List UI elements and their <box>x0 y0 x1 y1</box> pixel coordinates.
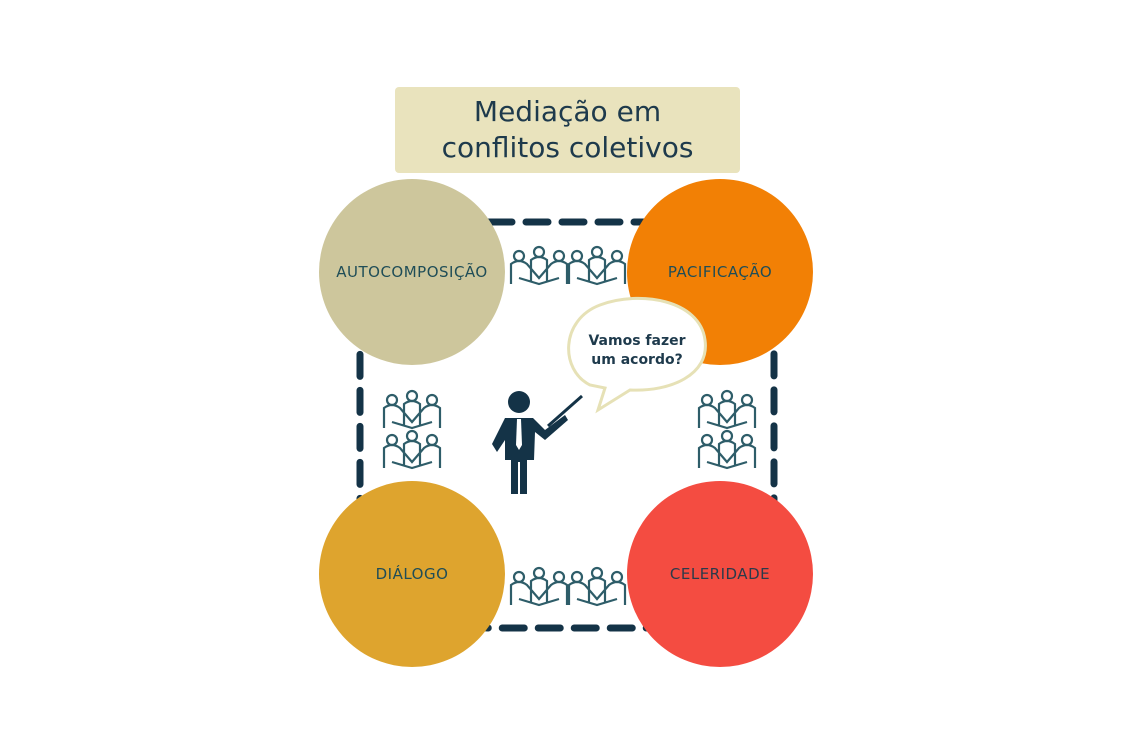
label-dialogo: DIÁLOGO <box>375 565 449 583</box>
meeting-group-icon <box>567 566 627 607</box>
speech-bubble-text: Vamos fazer um acordo? <box>572 332 702 370</box>
title-box: Mediação em conflitos coletivos <box>395 87 740 173</box>
label-celeridade: CELERIDADE <box>669 565 771 583</box>
meeting-group-icon <box>382 429 442 470</box>
title-line-2: conflitos coletivos <box>441 131 694 164</box>
meeting-group-icon <box>697 389 757 430</box>
title-line-1: Mediação em <box>473 95 662 128</box>
meeting-group-icon <box>509 245 569 286</box>
dashed-ring <box>356 218 778 632</box>
circle-celeridade <box>627 481 813 667</box>
meeting-group-icon <box>509 566 569 607</box>
circle-dialogo <box>319 481 505 667</box>
meeting-group-icon <box>382 389 442 430</box>
label-pacificacao: PACIFICAÇÃO <box>667 263 773 281</box>
circle-autocomposicao <box>319 179 505 365</box>
speech-line-2: um acordo? <box>591 352 683 368</box>
speech-line-1: Vamos fazer <box>588 333 686 349</box>
meeting-group-icon <box>567 245 627 286</box>
meeting-group-icon <box>697 429 757 470</box>
speech-bubble <box>567 297 707 414</box>
people-groups <box>382 245 757 607</box>
label-autocomposicao: AUTOCOMPOSIÇÃO <box>336 263 488 281</box>
presenter-icon <box>492 391 583 494</box>
